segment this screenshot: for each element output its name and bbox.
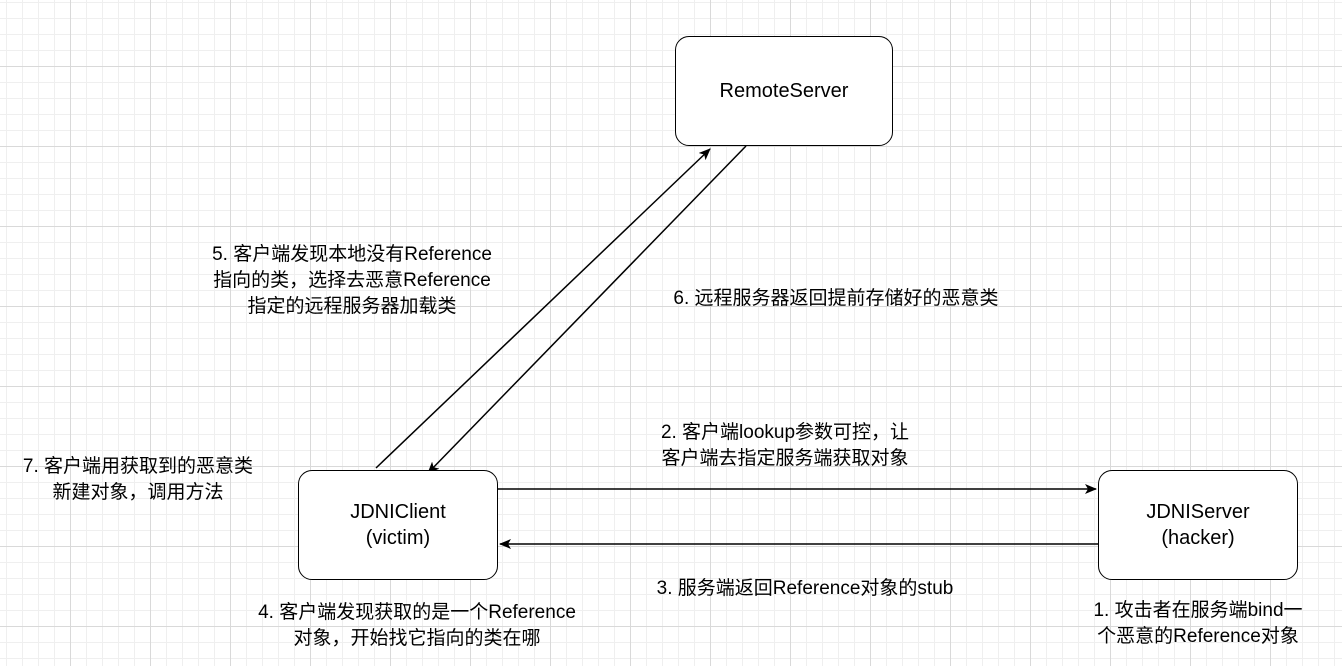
step6-label: 6. 远程服务器返回提前存储好的恶意类 (636, 286, 1036, 312)
jndi-server-label: JDNIServer (1146, 501, 1250, 523)
remote-server-label: RemoteServer (719, 80, 849, 102)
step2-label: 2. 客户端lookup参数可控，让 客户端去指定服务端获取对象 (620, 420, 950, 472)
step7-line1: 7. 客户端用获取到的恶意类 (22, 456, 254, 477)
arrow-client-to-remote (375, 148, 711, 469)
step3-line1: 3. 服务端返回Reference对象的stub (656, 578, 954, 599)
step1-line2: 个恶意的Reference对象 (1097, 626, 1299, 647)
step4-line2: 对象，开始找它指向的类在哪 (293, 628, 541, 649)
jndi-server-node[interactable]: JDNIServer (hacker) (1098, 470, 1298, 580)
jndi-client-role: (victim) (365, 527, 431, 549)
step5-line2: 指向的类，选择去恶意Reference (213, 270, 491, 291)
step5-line3: 指定的远程服务器加载类 (247, 296, 457, 317)
step5-label: 5. 客户端发现本地没有Reference 指向的类，选择去恶意Referenc… (178, 242, 526, 320)
step4-line1: 4. 客户端发现获取的是一个Reference (258, 602, 576, 623)
step2-line1: 2. 客户端lookup参数可控，让 (660, 422, 910, 443)
jndi-server-role: (hacker) (1161, 527, 1235, 549)
remote-server-node[interactable]: RemoteServer (675, 36, 893, 146)
step6-line1: 6. 远程服务器返回提前存储好的恶意类 (673, 288, 999, 309)
arrow-remote-to-client (427, 145, 747, 474)
step4-label: 4. 客户端发现获取的是一个Reference 对象，开始找它指向的类在哪 (222, 600, 612, 652)
jndi-client-label: JDNIClient (350, 501, 446, 523)
step7-label: 7. 客户端用获取到的恶意类 新建对象，调用方法 (0, 454, 276, 506)
step7-line2: 新建对象，调用方法 (52, 482, 224, 503)
jndi-client-node[interactable]: JDNIClient (victim) (298, 470, 498, 580)
step2-line2: 客户端去指定服务端获取对象 (661, 448, 909, 469)
step5-line1: 5. 客户端发现本地没有Reference (212, 244, 492, 265)
step1-line1: 1. 攻击者在服务端bind一 (1093, 600, 1303, 621)
step1-label: 1. 攻击者在服务端bind一 个恶意的Reference对象 (1068, 598, 1328, 650)
step3-label: 3. 服务端返回Reference对象的stub (620, 576, 990, 602)
